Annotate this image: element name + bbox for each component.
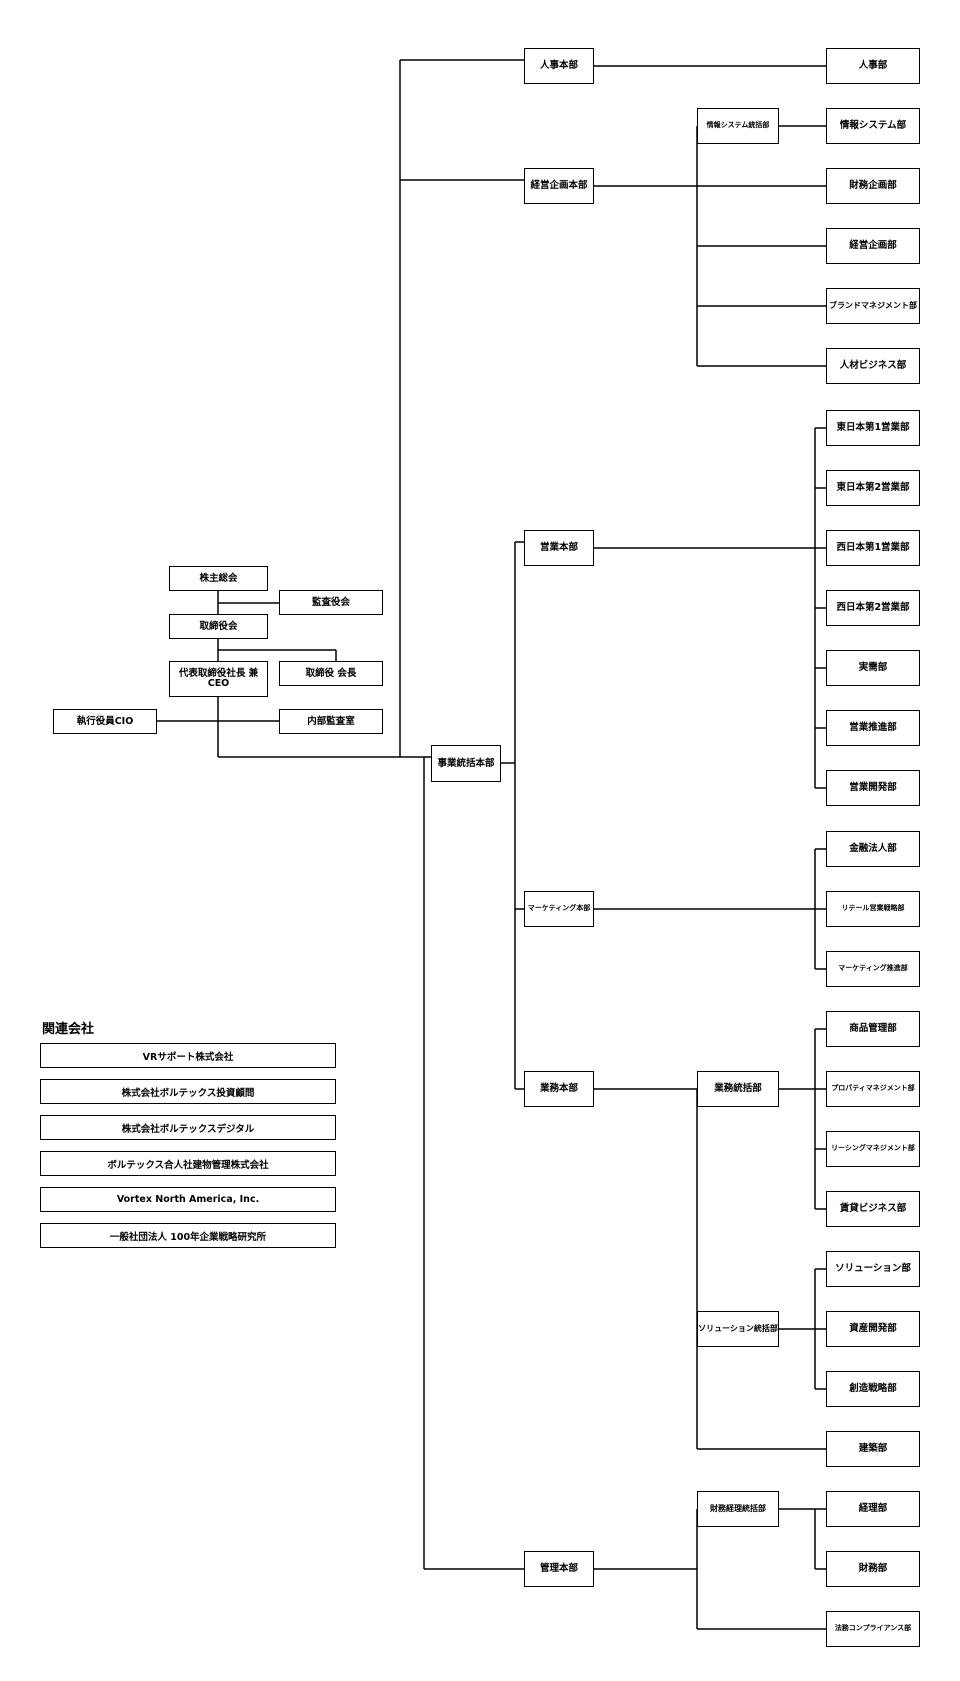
box-finance-acct-div: 財務経理統括部 [697, 1491, 779, 1527]
related-company: 株式会社ボルテックス投資顧問 [40, 1079, 336, 1104]
box-solution-dept: ソリューション部 [826, 1251, 920, 1287]
box-rental-business: 賃貸ビジネス部 [826, 1191, 920, 1227]
box-fin-corp: 金融法人部 [826, 831, 920, 867]
box-ceo: 代表取締役社長 兼 CEO [169, 661, 268, 697]
box-asset-dev: 資産開発部 [826, 1311, 920, 1347]
box-product-mgmt: 商品管理部 [826, 1011, 920, 1047]
box-shareholders: 株主総会 [169, 566, 268, 591]
box-sales-dev: 営業開発部 [826, 770, 920, 806]
box-hr-business: 人材ビジネス部 [826, 348, 920, 384]
box-east1: 東日本第1営業部 [826, 410, 920, 446]
box-corp-planning: 経営企画部 [826, 228, 920, 264]
box-internal-audit: 内部監査室 [279, 709, 383, 734]
box-sales-results: 実需部 [826, 650, 920, 686]
box-cio: 執行役員CIO [53, 709, 157, 734]
related-company: 一般社団法人 100年企業戦略研究所 [40, 1223, 336, 1248]
box-chairman: 取締役 会長 [279, 661, 383, 686]
box-sales-hq: 営業本部 [524, 530, 594, 566]
box-property-mgmt: プロパティマネジメント部 [826, 1071, 920, 1107]
box-west1: 西日本第1営業部 [826, 530, 920, 566]
box-business-hq: 事業統括本部 [431, 745, 501, 782]
box-west2: 西日本第2営業部 [826, 590, 920, 626]
box-accounting: 経理部 [826, 1491, 920, 1527]
box-planning-hq: 経営企画本部 [524, 168, 594, 204]
box-finance: 財務部 [826, 1551, 920, 1587]
box-sales-promo: 営業推進部 [826, 710, 920, 746]
box-marketing-promo: マーケティング推進部 [826, 951, 920, 987]
box-construction: 建築部 [826, 1431, 920, 1467]
related-company: VRサポート株式会社 [40, 1043, 336, 1068]
box-operations-hq: 業務本部 [524, 1071, 594, 1107]
box-is-division: 情報システム統括部 [697, 108, 779, 144]
box-retail-strategy: リテール営業戦略部 [826, 891, 920, 927]
box-board: 取締役会 [169, 614, 268, 639]
box-legal-compliance: 法務コンプライアンス部 [826, 1611, 920, 1647]
box-hr-hq: 人事本部 [524, 48, 594, 84]
box-auditors: 監査役会 [279, 590, 383, 615]
box-is-dept: 情報システム部 [826, 108, 920, 144]
related-company: Vortex North America, Inc. [40, 1187, 336, 1212]
related-companies-title: 関連会社 [42, 1022, 95, 1037]
box-admin-hq: 管理本部 [524, 1551, 594, 1587]
box-marketing-hq: マーケティング本部 [524, 891, 594, 927]
box-creation-strategy: 創造戦略部 [826, 1371, 920, 1407]
box-east2: 東日本第2営業部 [826, 470, 920, 506]
box-finance-planning: 財務企画部 [826, 168, 920, 204]
box-hr-dept: 人事部 [826, 48, 920, 84]
related-company: 株式会社ボルテックスデジタル [40, 1115, 336, 1140]
box-brand-mgmt: ブランドマネジメント部 [826, 288, 920, 324]
related-company: ボルテックス合人社建物管理株式会社 [40, 1151, 336, 1176]
box-solution-div: ソリューション統括部 [697, 1311, 779, 1347]
box-leasing-mgmt: リーシングマネジメント部 [826, 1131, 920, 1167]
box-operations-div: 業務統括部 [697, 1071, 779, 1107]
